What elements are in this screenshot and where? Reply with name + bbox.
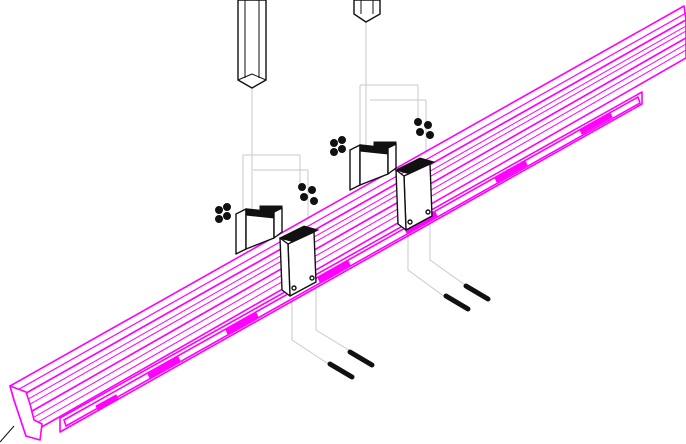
post-bracket (235, 205, 283, 255)
bolt-pair (327, 349, 375, 380)
post-bracket (349, 141, 397, 191)
guide-lines (242, 22, 469, 366)
channel-clip (394, 157, 436, 231)
square-post (353, 0, 381, 23)
nut-set (215, 203, 231, 223)
strut-rail (0, 5, 686, 443)
bolt-pair (443, 283, 491, 312)
channel-clip (278, 225, 320, 297)
nut-set (414, 118, 434, 139)
nut-set (298, 183, 318, 205)
nut-set (330, 136, 346, 156)
square-post (237, 0, 267, 89)
